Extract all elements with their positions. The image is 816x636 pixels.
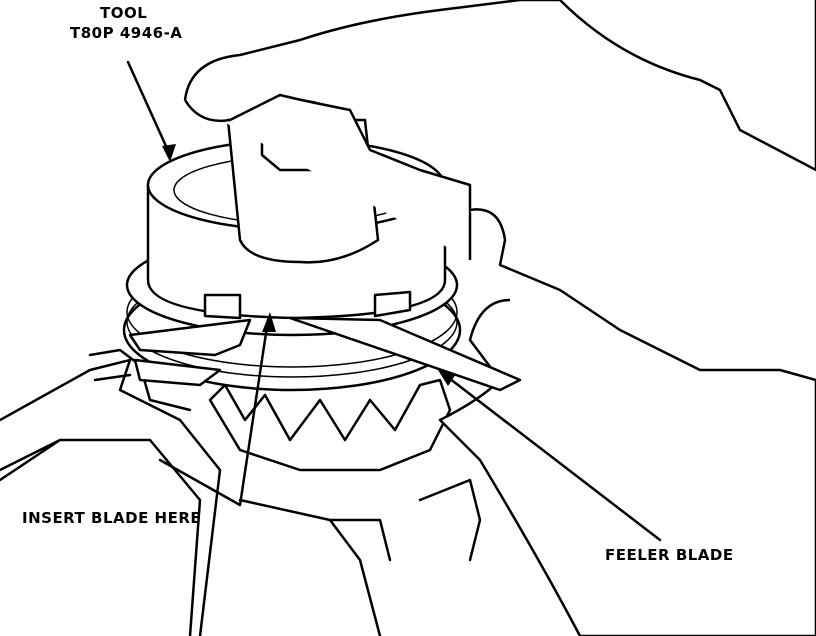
housing-casting <box>0 358 482 636</box>
tool-leader <box>126 60 172 157</box>
label-insert-blade: INSERT BLADE HERE <box>22 509 202 527</box>
blade-insert-shape <box>128 318 252 387</box>
hand-top <box>183 0 816 260</box>
side-gear <box>208 378 452 472</box>
label-tool-number: T80P 4946-A <box>70 24 183 42</box>
insert-leader <box>158 318 270 507</box>
feeler-blade-shape <box>288 316 522 392</box>
hand-right <box>438 208 816 636</box>
label-tool: TOOL <box>100 4 148 22</box>
label-feeler-blade: FEELER BLADE <box>605 546 734 564</box>
feeler-leader <box>443 373 662 542</box>
